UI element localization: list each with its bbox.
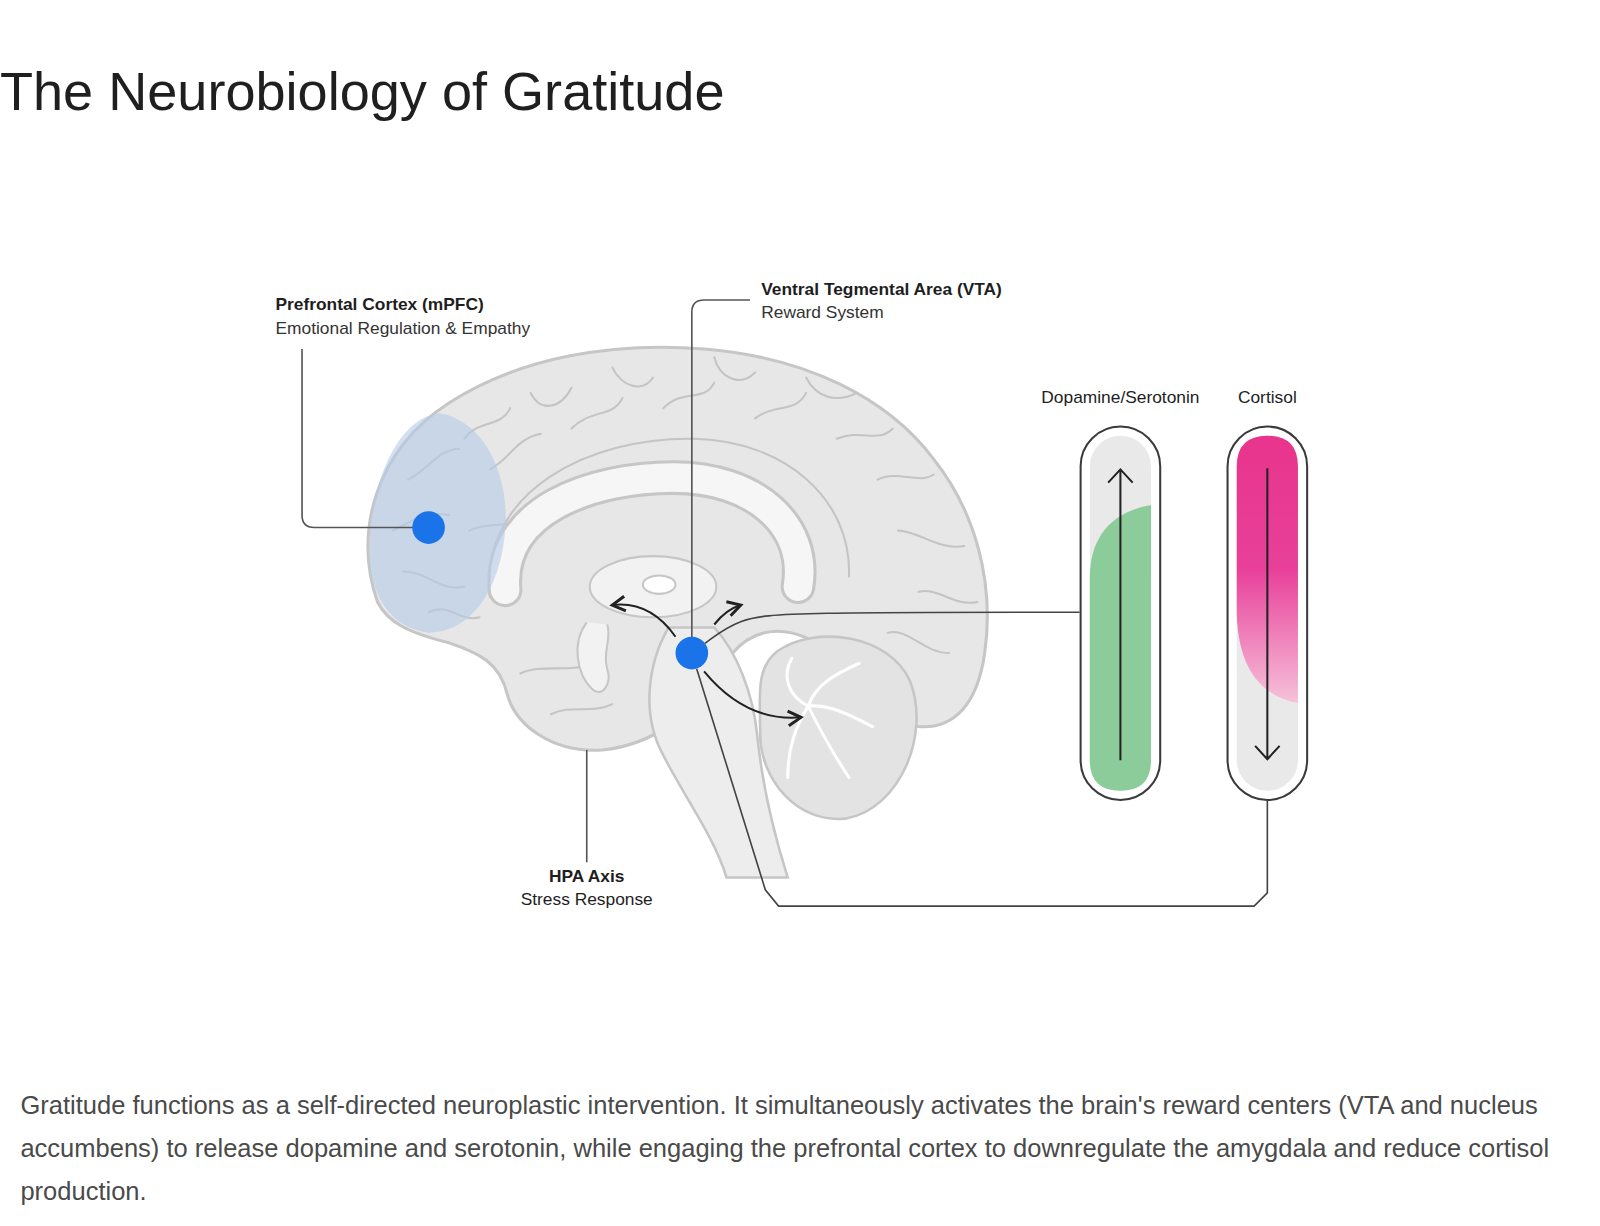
signal-arrow: [704, 671, 801, 717]
gyrus-line: [918, 591, 977, 603]
cerebellum-folia: [787, 658, 808, 706]
signal-arrow: [612, 605, 675, 637]
gyrus-line: [898, 531, 964, 547]
cerebellum-folia: [808, 663, 859, 706]
diagram-caption: Gratitude functions as a self-directed n…: [20, 1084, 1566, 1213]
node-label: Prefrontal Cortex (mPFC)Emotional Regula…: [276, 293, 531, 340]
gauge-graphic: [1079, 425, 1161, 801]
signal-arrow: [714, 605, 741, 624]
node-subtitle: Reward System: [761, 301, 1002, 324]
gyrus-line: [878, 474, 934, 479]
gyrus-line: [612, 367, 653, 386]
gyrus-line: [806, 378, 857, 398]
decrease-arrow: [1255, 468, 1279, 759]
cerebellum: [760, 637, 917, 819]
leader-line: [586, 750, 588, 862]
gyrus-line: [888, 632, 949, 653]
node-label: Cortisol: [1238, 386, 1297, 409]
gyrus-line: [531, 388, 572, 406]
node-subtitle: Emotional Regulation & Empathy: [276, 316, 531, 339]
node-heading: Cortisol: [1238, 386, 1297, 409]
gyrus-line: [490, 434, 541, 470]
diagram-title: The Neurobiology of Gratitude: [0, 61, 725, 122]
increase-arrow: [1108, 469, 1132, 760]
level-gauge: Cortisol: [1227, 426, 1309, 802]
mpfc-region: [369, 413, 505, 632]
leader-line: [692, 300, 750, 653]
gauge-track: [1089, 435, 1150, 790]
gauge-track: [1236, 435, 1297, 790]
connector-line: [705, 612, 1080, 643]
gyrus-line: [714, 357, 755, 380]
ventricle: [643, 576, 676, 594]
cerebellum-folia: [808, 706, 849, 777]
gyrus-line: [571, 398, 622, 429]
gauge-graphic: [1226, 425, 1308, 801]
region-label: HPA Axis: [485, 864, 689, 887]
gyrus-line: [551, 704, 612, 714]
leader-line: [302, 349, 429, 528]
marker-dot: Prefrontal Cortex (mPFC)Emotional Regula…: [412, 511, 445, 544]
gyrus-line: [663, 383, 714, 409]
gyrus-line: [755, 393, 806, 419]
node-heading: Ventral Tegmental Area (VTA): [761, 278, 1002, 301]
marker-dot: Ventral Tegmental Area (VTA)Reward Syste…: [676, 637, 709, 670]
hypothalamus-pituitary: [577, 622, 608, 692]
level-gauge: Dopamine/Serotonin: [1080, 426, 1162, 802]
node-heading: Prefrontal Cortex (mPFC): [276, 293, 531, 316]
connector-line: [697, 669, 1268, 906]
node-label: Dopamine/Serotonin: [1041, 386, 1199, 409]
node-label: Ventral Tegmental Area (VTA)Reward Syste…: [761, 278, 1002, 325]
region-subtitle: Stress Response: [485, 888, 689, 911]
gyrus-line: [837, 429, 893, 439]
thalamus: [590, 556, 717, 617]
node-heading: Dopamine/Serotonin: [1041, 386, 1199, 409]
